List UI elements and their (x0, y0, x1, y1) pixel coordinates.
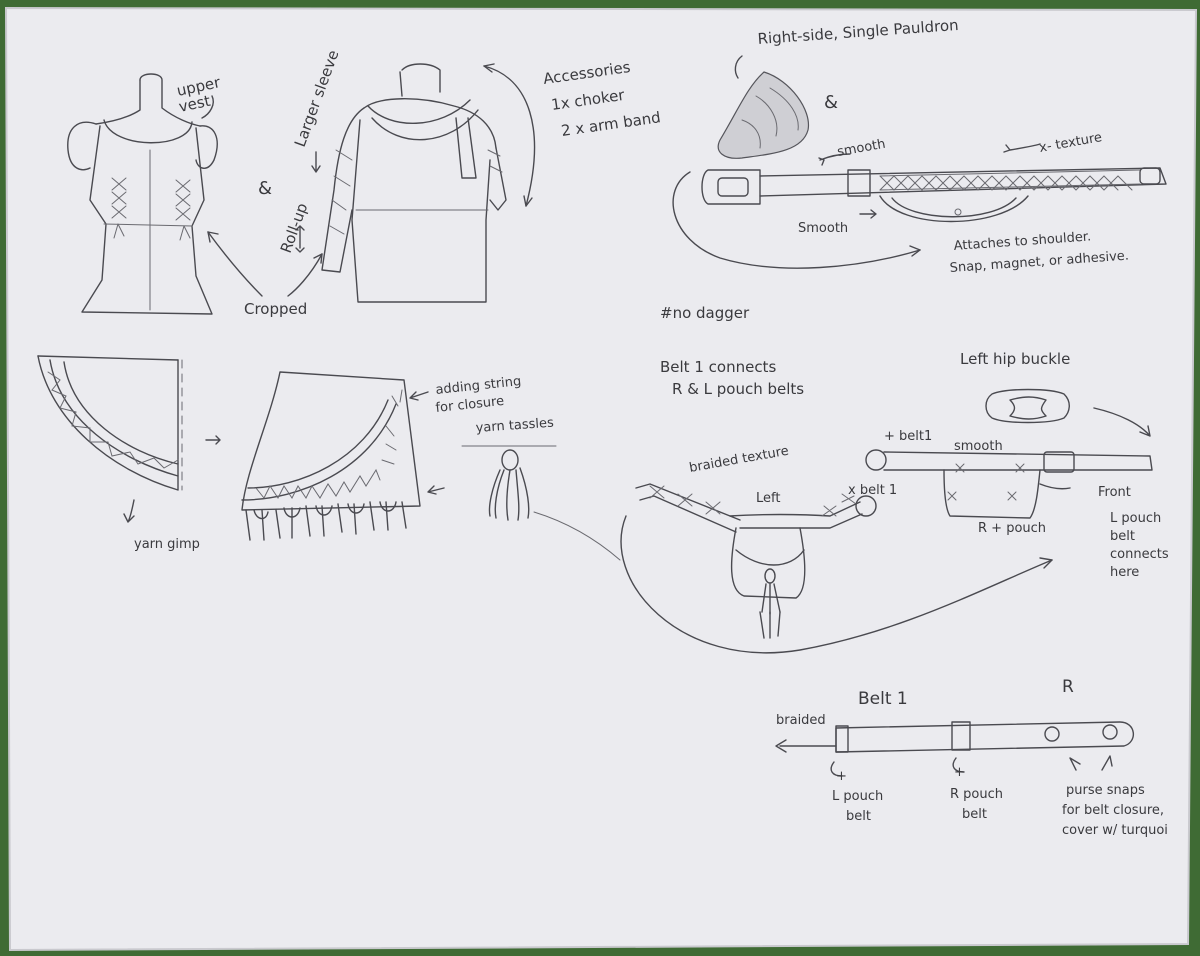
label-smooth-mid: smooth (954, 439, 1003, 454)
label-left: Left (756, 491, 780, 506)
label-r-pouch-belt-2: belt (962, 807, 987, 822)
label-r-marker: R (1062, 677, 1074, 697)
label-x-belt1: x belt 1 (848, 483, 897, 498)
plus-mark-l: + (836, 769, 847, 784)
label-r-pouch-belt: R pouch (950, 787, 1003, 802)
label-here: here (1110, 565, 1139, 580)
label-l-pouch-belt: L pouch (832, 789, 883, 804)
label-belt: belt (1110, 529, 1135, 544)
label-l-pouch: L pouch (1110, 511, 1161, 526)
label-braided: braided (776, 713, 826, 728)
plus-mark-r: + (954, 765, 965, 780)
label-ampersand-1: & (258, 178, 272, 199)
label-purse-snaps: purse snaps (1066, 783, 1145, 798)
label-belt1-title: Belt 1 (858, 689, 908, 709)
label-l-pouch-belt-2: belt (846, 809, 871, 824)
label-cropped: Cropped (244, 300, 307, 318)
label-plus-belt1: + belt1 (884, 429, 932, 444)
label-left-hip-buckle: Left hip buckle (960, 350, 1070, 368)
label-connects: connects (1110, 547, 1169, 562)
label-cover-turquoise: cover w/ turquoi (1062, 823, 1168, 838)
label-smooth-bottom: Smooth (798, 221, 848, 236)
label-ampersand-2: & (824, 92, 838, 113)
label-r-pouch: R + pouch (978, 521, 1046, 536)
label-front: Front (1098, 485, 1131, 500)
label-belt1-connects: Belt 1 connects (660, 358, 776, 376)
label-belt-closure: for belt closure, (1062, 803, 1164, 818)
label-no-dagger: #no dagger (660, 304, 750, 322)
label-yarn-gimp: yarn gimp (134, 537, 200, 552)
label-r-l-pouch-belts: R & L pouch belts (672, 380, 804, 398)
